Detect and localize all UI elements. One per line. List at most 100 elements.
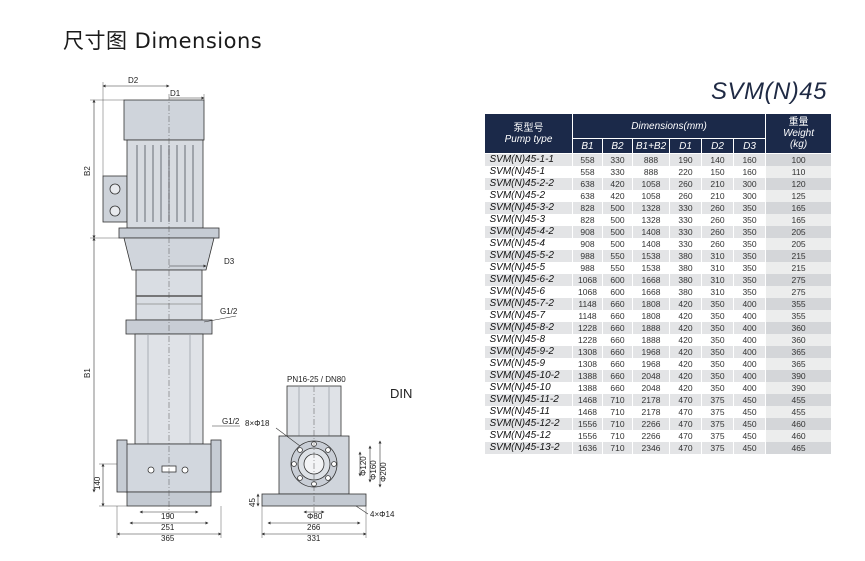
- cell-d1: 260: [669, 190, 702, 202]
- cell-b1: 828: [572, 202, 603, 214]
- cell-model: SVM(N)45-3-2: [484, 202, 573, 214]
- cell-d3: 350: [733, 262, 767, 274]
- cell-b1b2: 888: [632, 166, 670, 178]
- cell-model: SVM(N)45-7: [484, 310, 573, 322]
- cell-d3: 400: [733, 298, 767, 310]
- cell-d2: 210: [701, 190, 734, 202]
- cell-b1: 1228: [572, 334, 603, 346]
- terminal-gland-2: [109, 205, 121, 217]
- cell-b2: 710: [602, 394, 633, 406]
- label-190: 190: [161, 512, 175, 521]
- cell-d1: 420: [669, 298, 702, 310]
- din-label: DIN: [390, 386, 413, 401]
- cell-w: 205: [765, 238, 833, 250]
- cell-d1: 190: [669, 153, 702, 166]
- terminal-gland: [109, 183, 121, 195]
- cell-d3: 450: [733, 406, 767, 418]
- cell-model: SVM(N)45-4-2: [484, 226, 573, 238]
- header-weight-unit: (kg): [789, 139, 808, 150]
- cell-d1: 380: [669, 274, 702, 286]
- cell-d2: 350: [701, 382, 734, 394]
- cell-b2: 330: [602, 166, 633, 178]
- cell-b2: 660: [602, 298, 633, 310]
- header-dimensions: Dimensions(mm): [571, 113, 767, 139]
- cell-d2: 260: [701, 214, 734, 226]
- cell-b2: 660: [602, 346, 633, 358]
- cell-b1: 1468: [572, 406, 603, 418]
- cell-b1b2: 2266: [632, 418, 670, 430]
- cell-w: 390: [765, 370, 833, 382]
- cell-d3: 450: [733, 430, 767, 442]
- cell-d3: 160: [733, 166, 767, 178]
- label-phi200: Φ200: [379, 462, 388, 482]
- cell-d2: 350: [701, 346, 734, 358]
- cell-d1: 220: [669, 166, 702, 178]
- cell-w: 275: [765, 286, 833, 298]
- pump-dimension-drawing: D2 D1 B2 B1 D3 G1/2 G1/2 140 190 251 365: [83, 76, 395, 543]
- cell-b2: 550: [602, 250, 633, 262]
- cell-b1: 908: [572, 238, 603, 250]
- cell-d1: 330: [669, 214, 702, 226]
- cell-b1b2: 1538: [632, 262, 670, 274]
- label-g-bottom: G1/2: [222, 417, 240, 426]
- cell-b1b2: 1888: [632, 334, 670, 346]
- cell-model: SVM(N)45-8: [484, 334, 573, 346]
- cell-w: 205: [765, 226, 833, 238]
- cell-model: SVM(N)45-1-1: [484, 153, 573, 166]
- label-251: 251: [161, 523, 175, 532]
- cell-b1: 988: [572, 262, 603, 274]
- cell-w: 455: [765, 406, 833, 418]
- cell-b1b2: 1888: [632, 322, 670, 334]
- cell-b1b2: 2266: [632, 430, 670, 442]
- cell-model: SVM(N)45-11-2: [484, 394, 573, 406]
- cell-b1: 1388: [572, 370, 603, 382]
- cell-d3: 350: [733, 226, 767, 238]
- cell-b1: 828: [572, 214, 603, 226]
- cell-w: 125: [765, 190, 833, 202]
- cell-d3: 450: [733, 418, 767, 430]
- cell-model: SVM(N)45-12: [484, 430, 573, 442]
- cell-b2: 600: [602, 286, 633, 298]
- cell-d2: 350: [701, 370, 734, 382]
- outlet-flange: [210, 439, 222, 493]
- cell-b2: 660: [602, 358, 633, 370]
- cell-d3: 350: [733, 214, 767, 226]
- header-col: B2: [602, 138, 633, 154]
- cell-d2: 350: [701, 322, 734, 334]
- cell-b1b2: 1808: [632, 298, 670, 310]
- header-pump-type-cn: 泵型号: [513, 122, 544, 134]
- cell-d2: 350: [701, 298, 734, 310]
- cell-b1: 1308: [572, 346, 603, 358]
- cell-b1b2: 1538: [632, 250, 670, 262]
- cell-b2: 330: [602, 153, 633, 166]
- label-365: 365: [161, 534, 175, 543]
- cell-b1b2: 1408: [632, 226, 670, 238]
- cell-b2: 660: [602, 322, 633, 334]
- header-col: D1: [669, 138, 702, 154]
- cell-d2: 310: [701, 250, 734, 262]
- cell-model: SVM(N)45-11: [484, 406, 573, 418]
- din-dimensions: [256, 386, 382, 538]
- cell-b2: 660: [602, 370, 633, 382]
- cell-b2: 550: [602, 262, 633, 274]
- header-weight: 重量 Weight (kg): [765, 113, 833, 154]
- cell-w: 165: [765, 202, 833, 214]
- cell-model: SVM(N)45-5-2: [484, 250, 573, 262]
- cell-model: SVM(N)45-2: [484, 190, 573, 202]
- cell-model: SVM(N)45-12-2: [484, 418, 573, 430]
- cell-d2: 150: [701, 166, 734, 178]
- cell-b1b2: 1058: [632, 190, 670, 202]
- label-331: 331: [307, 534, 321, 543]
- cell-b1: 1468: [572, 394, 603, 406]
